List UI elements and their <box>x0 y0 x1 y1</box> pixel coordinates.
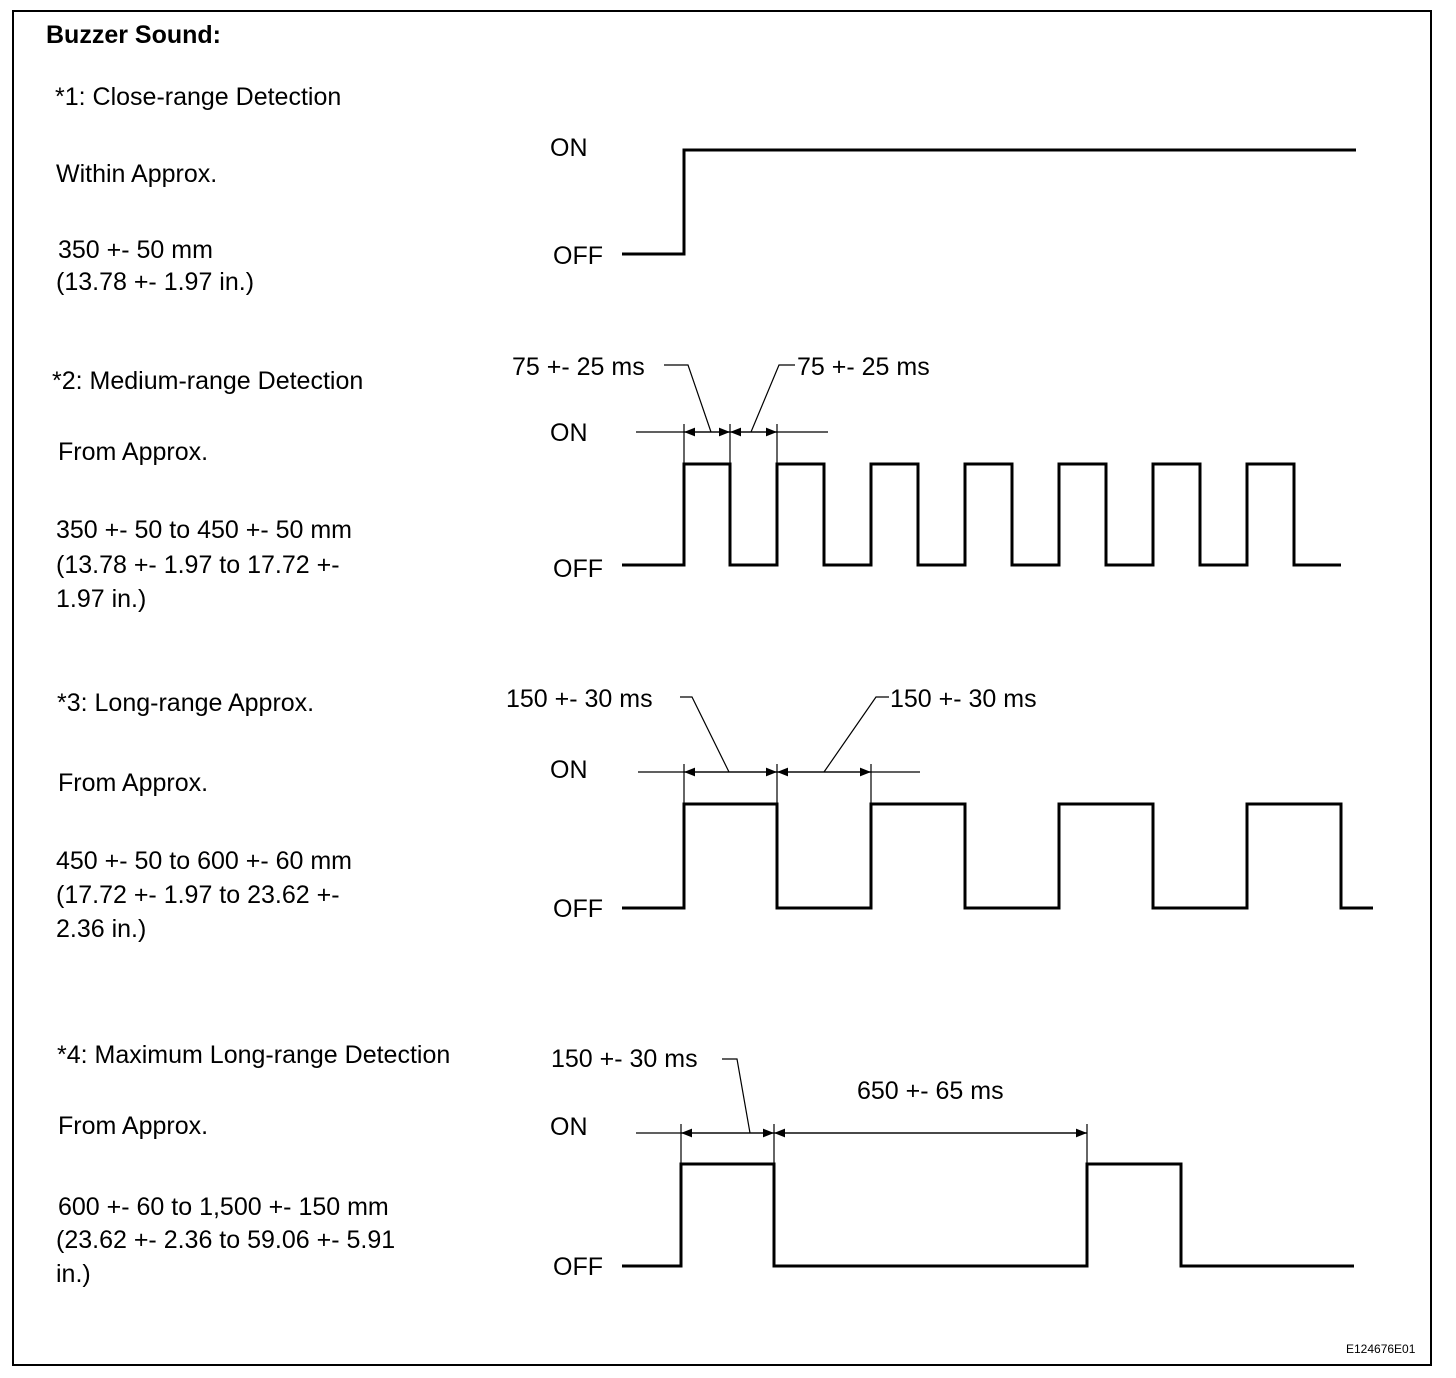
section-heading: *2: Medium-range Detection <box>52 367 364 395</box>
off-label: OFF <box>553 1253 603 1281</box>
off-label: OFF <box>553 895 603 923</box>
diagram-title: Buzzer Sound: <box>46 21 221 49</box>
range-prefix: From Approx. <box>58 438 209 466</box>
range-value-inches: (23.62 +- 2.36 to 59.06 +- 5.91 <box>56 1226 396 1254</box>
range-value-inches: (13.78 +- 1.97 to 17.72 +- <box>56 551 340 579</box>
figure-id: E124676E01 <box>1346 1342 1416 1356</box>
off-duration-label: 150 +- 30 ms <box>890 685 1037 713</box>
timing-dimension-max-long <box>636 1058 1088 1164</box>
range-value-inches: (13.78 +- 1.97 in.) <box>56 268 255 296</box>
off-label: OFF <box>553 555 603 583</box>
waveform-long-range <box>622 802 1373 910</box>
off-label: OFF <box>553 242 603 270</box>
range-value-inches: (17.72 +- 1.97 to 23.62 +- <box>56 881 340 909</box>
range-value-inches-cont: in.) <box>56 1260 91 1288</box>
on-label: ON <box>550 419 588 447</box>
off-duration-label: 75 +- 25 ms <box>797 353 930 381</box>
waveform-max-long-range <box>622 1162 1354 1268</box>
section-heading: *3: Long-range Approx. <box>57 689 315 717</box>
on-duration-label: 150 +- 30 ms <box>551 1045 698 1073</box>
range-prefix: From Approx. <box>58 1112 209 1140</box>
range-value: 450 +- 50 to 600 +- 60 mm <box>56 847 353 875</box>
on-label: ON <box>550 1113 588 1141</box>
range-value: 600 +- 60 to 1,500 +- 150 mm <box>58 1193 389 1221</box>
diagram-frame <box>12 10 1432 1366</box>
on-duration-label: 75 +- 25 ms <box>512 353 645 381</box>
timing-dimension-long <box>638 696 920 804</box>
on-label: ON <box>550 134 588 162</box>
on-duration-label: 150 +- 30 ms <box>506 685 653 713</box>
range-prefix: Within Approx. <box>56 160 218 188</box>
range-value: 350 +- 50 to 450 +- 50 mm <box>56 516 353 544</box>
timing-dimension-medium <box>636 364 828 464</box>
range-value-inches-cont: 1.97 in.) <box>56 585 147 613</box>
section-heading: *1: Close-range Detection <box>55 83 342 111</box>
section-heading: *4: Maximum Long-range Detection <box>57 1041 451 1069</box>
range-value: 350 +- 50 mm <box>58 236 213 264</box>
range-prefix: From Approx. <box>58 769 209 797</box>
range-value-inches-cont: 2.36 in.) <box>56 915 147 943</box>
off-duration-label: 650 +- 65 ms <box>857 1077 1004 1105</box>
waveform-close-range <box>622 148 1356 256</box>
waveform-medium-range <box>622 462 1341 567</box>
on-label: ON <box>550 756 588 784</box>
